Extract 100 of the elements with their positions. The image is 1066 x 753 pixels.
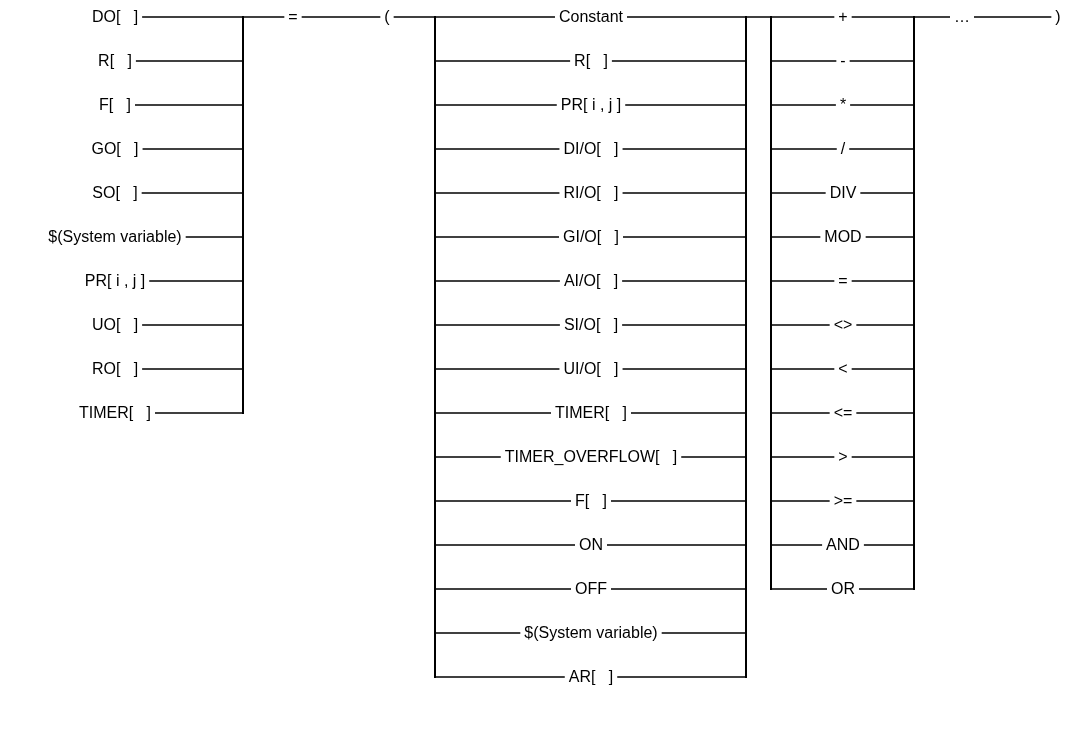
connector-line bbox=[771, 456, 836, 458]
connector-line bbox=[850, 16, 914, 18]
connector-line bbox=[850, 456, 914, 458]
connector-line bbox=[850, 280, 914, 282]
connector-line bbox=[855, 412, 914, 414]
syntax-term: GI/O[ ] bbox=[563, 227, 619, 247]
syntax-term: R[ ] bbox=[574, 51, 608, 71]
connector-line bbox=[616, 676, 746, 678]
syntax-term: Constant bbox=[558, 7, 623, 27]
syntax-term: TIMER_OVERFLOW[ ] bbox=[504, 447, 678, 467]
syntax-term: DO[ ] bbox=[91, 7, 139, 27]
connector-line bbox=[134, 104, 243, 106]
connector-line bbox=[771, 192, 827, 194]
connector-line bbox=[630, 412, 746, 414]
connector-line bbox=[435, 456, 502, 458]
connector-line bbox=[435, 500, 572, 502]
connector-line bbox=[435, 280, 561, 282]
connector-line bbox=[850, 368, 914, 370]
connector-line bbox=[771, 236, 822, 238]
syntax-term: AI/O[ ] bbox=[563, 271, 619, 291]
connector-line bbox=[435, 236, 560, 238]
connector-line bbox=[435, 544, 576, 546]
connector-line bbox=[435, 368, 561, 370]
syntax-term: AR[ ] bbox=[568, 667, 614, 687]
connector-line bbox=[435, 588, 572, 590]
connector-line bbox=[859, 192, 914, 194]
syntax-term: / bbox=[840, 139, 846, 159]
junction-line bbox=[745, 16, 747, 678]
connector-line bbox=[300, 16, 382, 18]
connector-line bbox=[184, 236, 243, 238]
connector-line bbox=[771, 500, 831, 502]
syntax-term: ( bbox=[384, 7, 390, 27]
connector-line bbox=[855, 324, 914, 326]
syntax-term: UO[ ] bbox=[91, 315, 139, 335]
connector-line bbox=[621, 324, 746, 326]
connector-line bbox=[435, 676, 566, 678]
syntax-term: PR[ i , j ] bbox=[560, 95, 622, 115]
connector-line bbox=[624, 104, 746, 106]
connector-line bbox=[771, 368, 836, 370]
syntax-term: ON bbox=[579, 535, 603, 555]
connector-line bbox=[621, 280, 746, 282]
junction-line bbox=[434, 16, 436, 678]
connector-line bbox=[746, 16, 771, 18]
connector-line bbox=[140, 192, 243, 194]
connector-line bbox=[154, 412, 243, 414]
connector-line bbox=[135, 60, 243, 62]
syntax-term: … bbox=[954, 7, 970, 27]
connector-line bbox=[610, 500, 746, 502]
syntax-term: DI/O[ ] bbox=[563, 139, 619, 159]
syntax-term: <= bbox=[833, 403, 853, 423]
syntax-term: GO[ ] bbox=[91, 139, 139, 159]
syntax-term: $(System variable) bbox=[524, 623, 658, 643]
connector-line bbox=[626, 16, 746, 18]
syntax-term: ) bbox=[1055, 7, 1061, 27]
syntax-term: TIMER[ ] bbox=[79, 403, 151, 423]
connector-line bbox=[141, 148, 243, 150]
connector-line bbox=[858, 588, 914, 590]
connector-line bbox=[771, 544, 823, 546]
junction-line bbox=[913, 16, 915, 590]
connector-line bbox=[435, 632, 522, 634]
connector-line bbox=[848, 60, 914, 62]
connector-line bbox=[435, 104, 558, 106]
syntax-term: RO[ ] bbox=[91, 359, 139, 379]
syntax-term: > bbox=[838, 447, 848, 467]
connector-line bbox=[435, 412, 552, 414]
syntax-term: + bbox=[838, 7, 848, 27]
syntax-term: $(System variable) bbox=[48, 227, 182, 247]
connector-line bbox=[243, 16, 286, 18]
syntax-term: = bbox=[838, 271, 848, 291]
connector-line bbox=[392, 16, 435, 18]
junction-line bbox=[770, 16, 772, 590]
connector-line bbox=[771, 412, 831, 414]
syntax-term: AND bbox=[826, 535, 860, 555]
connector-line bbox=[863, 544, 914, 546]
connector-line bbox=[435, 148, 561, 150]
syntax-term: RI/O[ ] bbox=[563, 183, 619, 203]
connector-line bbox=[771, 60, 838, 62]
connector-line bbox=[914, 16, 951, 18]
connector-line bbox=[621, 368, 746, 370]
connector-line bbox=[610, 588, 746, 590]
connector-line bbox=[141, 16, 243, 18]
connector-line bbox=[621, 148, 746, 150]
syntax-term: MOD bbox=[824, 227, 862, 247]
syntax-term: F[ ] bbox=[575, 491, 607, 511]
syntax-term: <> bbox=[833, 315, 853, 335]
connector-line bbox=[680, 456, 746, 458]
connector-line bbox=[141, 368, 243, 370]
syntax-term: SO[ ] bbox=[92, 183, 138, 203]
connector-line bbox=[848, 148, 914, 150]
connector-line bbox=[771, 148, 838, 150]
connector-line bbox=[771, 324, 831, 326]
connector-line bbox=[771, 104, 837, 106]
syntax-term: OR bbox=[831, 579, 855, 599]
syntax-term: SI/O[ ] bbox=[563, 315, 619, 335]
syntax-term: UI/O[ ] bbox=[563, 359, 619, 379]
connector-line bbox=[435, 16, 556, 18]
connector-line bbox=[771, 280, 836, 282]
connector-line bbox=[855, 500, 914, 502]
connector-line bbox=[771, 16, 836, 18]
syntax-term: OFF bbox=[575, 579, 607, 599]
